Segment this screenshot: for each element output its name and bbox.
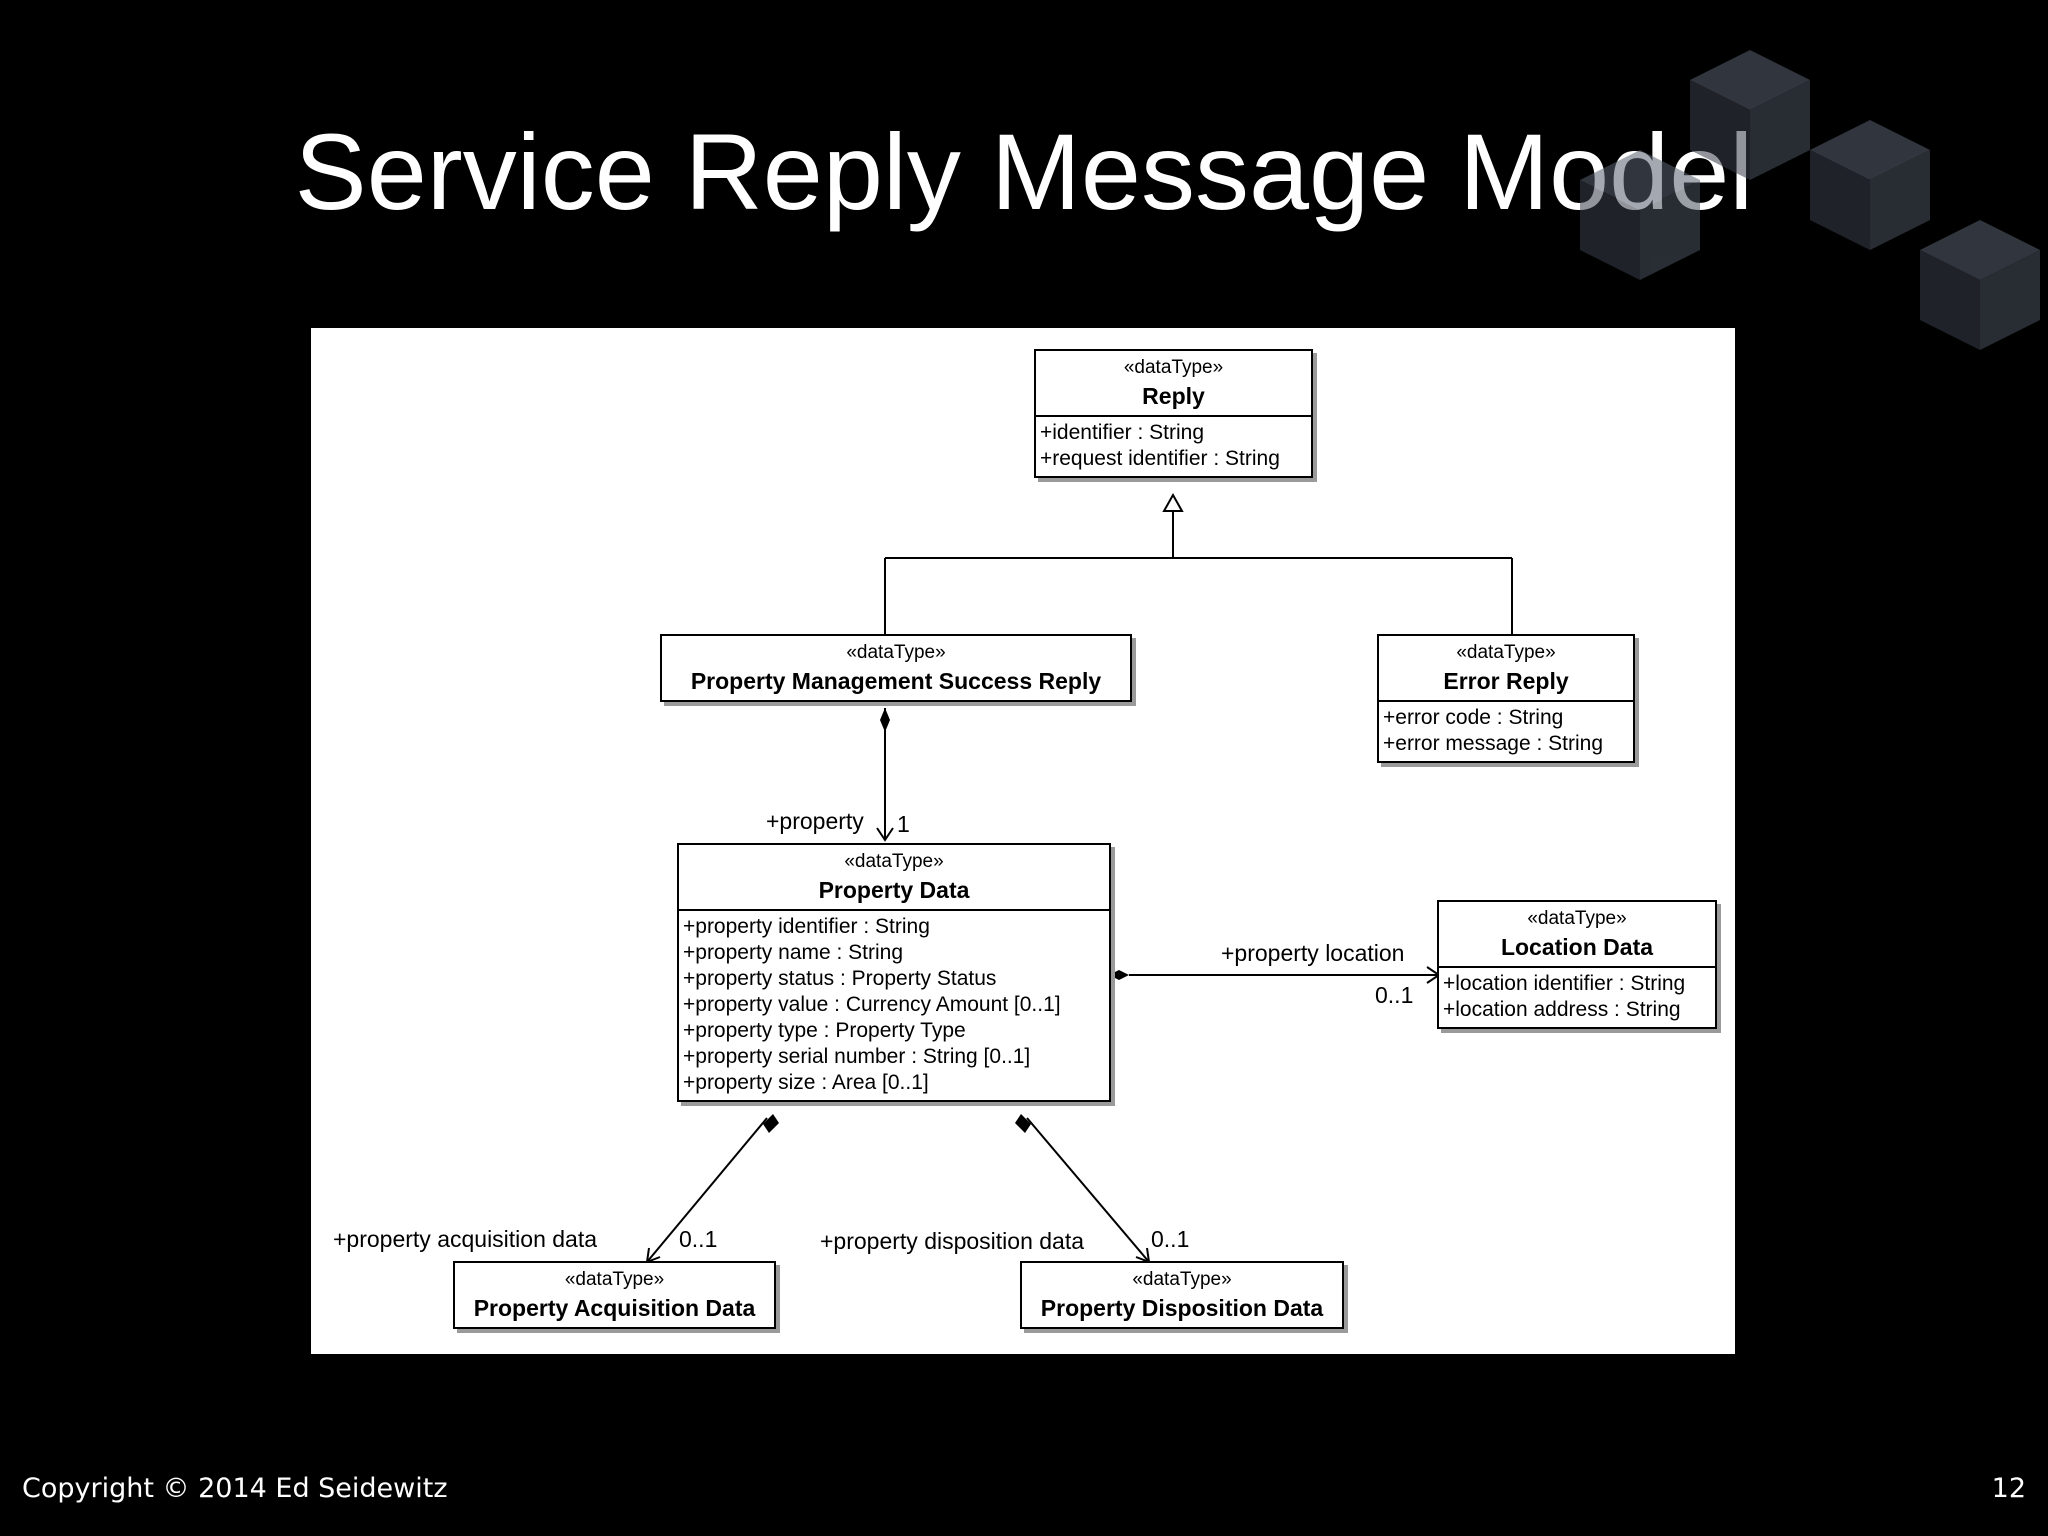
attribute: +property size : Area [0..1] (683, 1071, 929, 1094)
class-name: Property Disposition Data (1040, 1295, 1324, 1321)
attribute: +property status : Property Status (683, 967, 997, 990)
class-name: Property Data (818, 877, 970, 903)
generalization-arrowhead (1162, 492, 1184, 512)
attribute: +error code : String (1383, 706, 1564, 729)
attribute: +location address : String (1443, 998, 1681, 1021)
class-name: Location Data (1500, 934, 1654, 960)
composition-diamond-acquisition (763, 1114, 779, 1133)
attribute: +request identifier : String (1040, 447, 1280, 470)
stereotype: «dataType» (1527, 908, 1627, 929)
role-label-property: +property (766, 808, 864, 834)
stereotype: «dataType» (844, 851, 944, 872)
class-location-data: «dataType» Location Data +location ident… (1437, 900, 1717, 1029)
stereotype: «dataType» (564, 1269, 665, 1290)
stereotype: «dataType» (1132, 1269, 1232, 1290)
attribute: +location identifier : String (1443, 972, 1686, 995)
class-name: Error Reply (1443, 668, 1569, 694)
class-header: «dataType» Property Acquisition Data (455, 1263, 774, 1327)
class-disposition-data: «dataType» Property Disposition Data (1020, 1261, 1344, 1329)
class-header: «dataType» Property Data (679, 845, 1109, 909)
multiplicity-label-disposition: 0..1 (1151, 1226, 1190, 1252)
attribute-list: +identifier : String +request identifier… (1036, 415, 1311, 476)
composition-diamond-location (1109, 970, 1129, 980)
role-label-acquisition: +property acquisition data (333, 1226, 598, 1252)
attribute: +property name : String (683, 941, 904, 964)
stereotype: «dataType» (1123, 357, 1224, 378)
attribute: +property serial number : String [0..1] (683, 1045, 1031, 1068)
class-name: Property Acquisition Data (473, 1295, 756, 1321)
attribute: +identifier : String (1040, 421, 1205, 444)
class-property-data: «dataType» Property Data +property ident… (677, 843, 1111, 1102)
attribute: +property identifier : String (683, 915, 930, 938)
class-header: «dataType» Error Reply (1379, 636, 1633, 700)
class-reply: «dataType» Reply +identifier : String +r… (1034, 349, 1313, 478)
multiplicity-label-location: 0..1 (1375, 982, 1414, 1008)
diagram-connectors (645, 492, 1513, 1264)
attribute: +property value : Currency Amount [0..1] (683, 993, 1061, 1016)
class-header: «dataType» Property Management Success R… (662, 636, 1130, 700)
multiplicity-label-acquisition: 0..1 (679, 1226, 718, 1252)
class-success-reply: «dataType» Property Management Success R… (660, 634, 1132, 702)
class-error-reply: «dataType» Error Reply +error code : Str… (1377, 634, 1635, 763)
copyright-text: Copyright © 2014 Ed Seidewitz (22, 1473, 448, 1504)
composition-diamond-disposition (1015, 1114, 1031, 1133)
composition-diamond-property (880, 708, 890, 732)
role-label-location: +property location (1221, 940, 1405, 966)
class-header: «dataType» Property Disposition Data (1022, 1263, 1342, 1327)
multiplicity-label-property: 1 (897, 811, 910, 837)
class-header: «dataType» Location Data (1439, 902, 1715, 966)
slide-title: Service Reply Message Model (294, 111, 1754, 232)
class-header: «dataType» Reply (1036, 351, 1311, 415)
stereotype: «dataType» (846, 642, 946, 663)
attribute: +error message : String (1383, 732, 1604, 755)
attribute-list: +property identifier : String +property … (679, 909, 1109, 1100)
attribute-list: +error code : String +error message : St… (1379, 700, 1633, 761)
stereotype: «dataType» (1456, 642, 1556, 663)
role-label-disposition: +property disposition data (820, 1228, 1085, 1254)
class-acquisition-data: «dataType» Property Acquisition Data (453, 1261, 776, 1329)
class-name: Property Management Success Reply (690, 668, 1102, 694)
decorative-cubes (1580, 50, 2040, 350)
diagram-panel: «dataType» Reply +identifier : String +r… (311, 328, 1735, 1354)
class-name: Reply (1142, 383, 1205, 409)
attribute: +property type : Property Type (683, 1019, 966, 1042)
attribute-list: +location identifier : String +location … (1439, 966, 1715, 1027)
page-number: 12 (1991, 1473, 2026, 1504)
